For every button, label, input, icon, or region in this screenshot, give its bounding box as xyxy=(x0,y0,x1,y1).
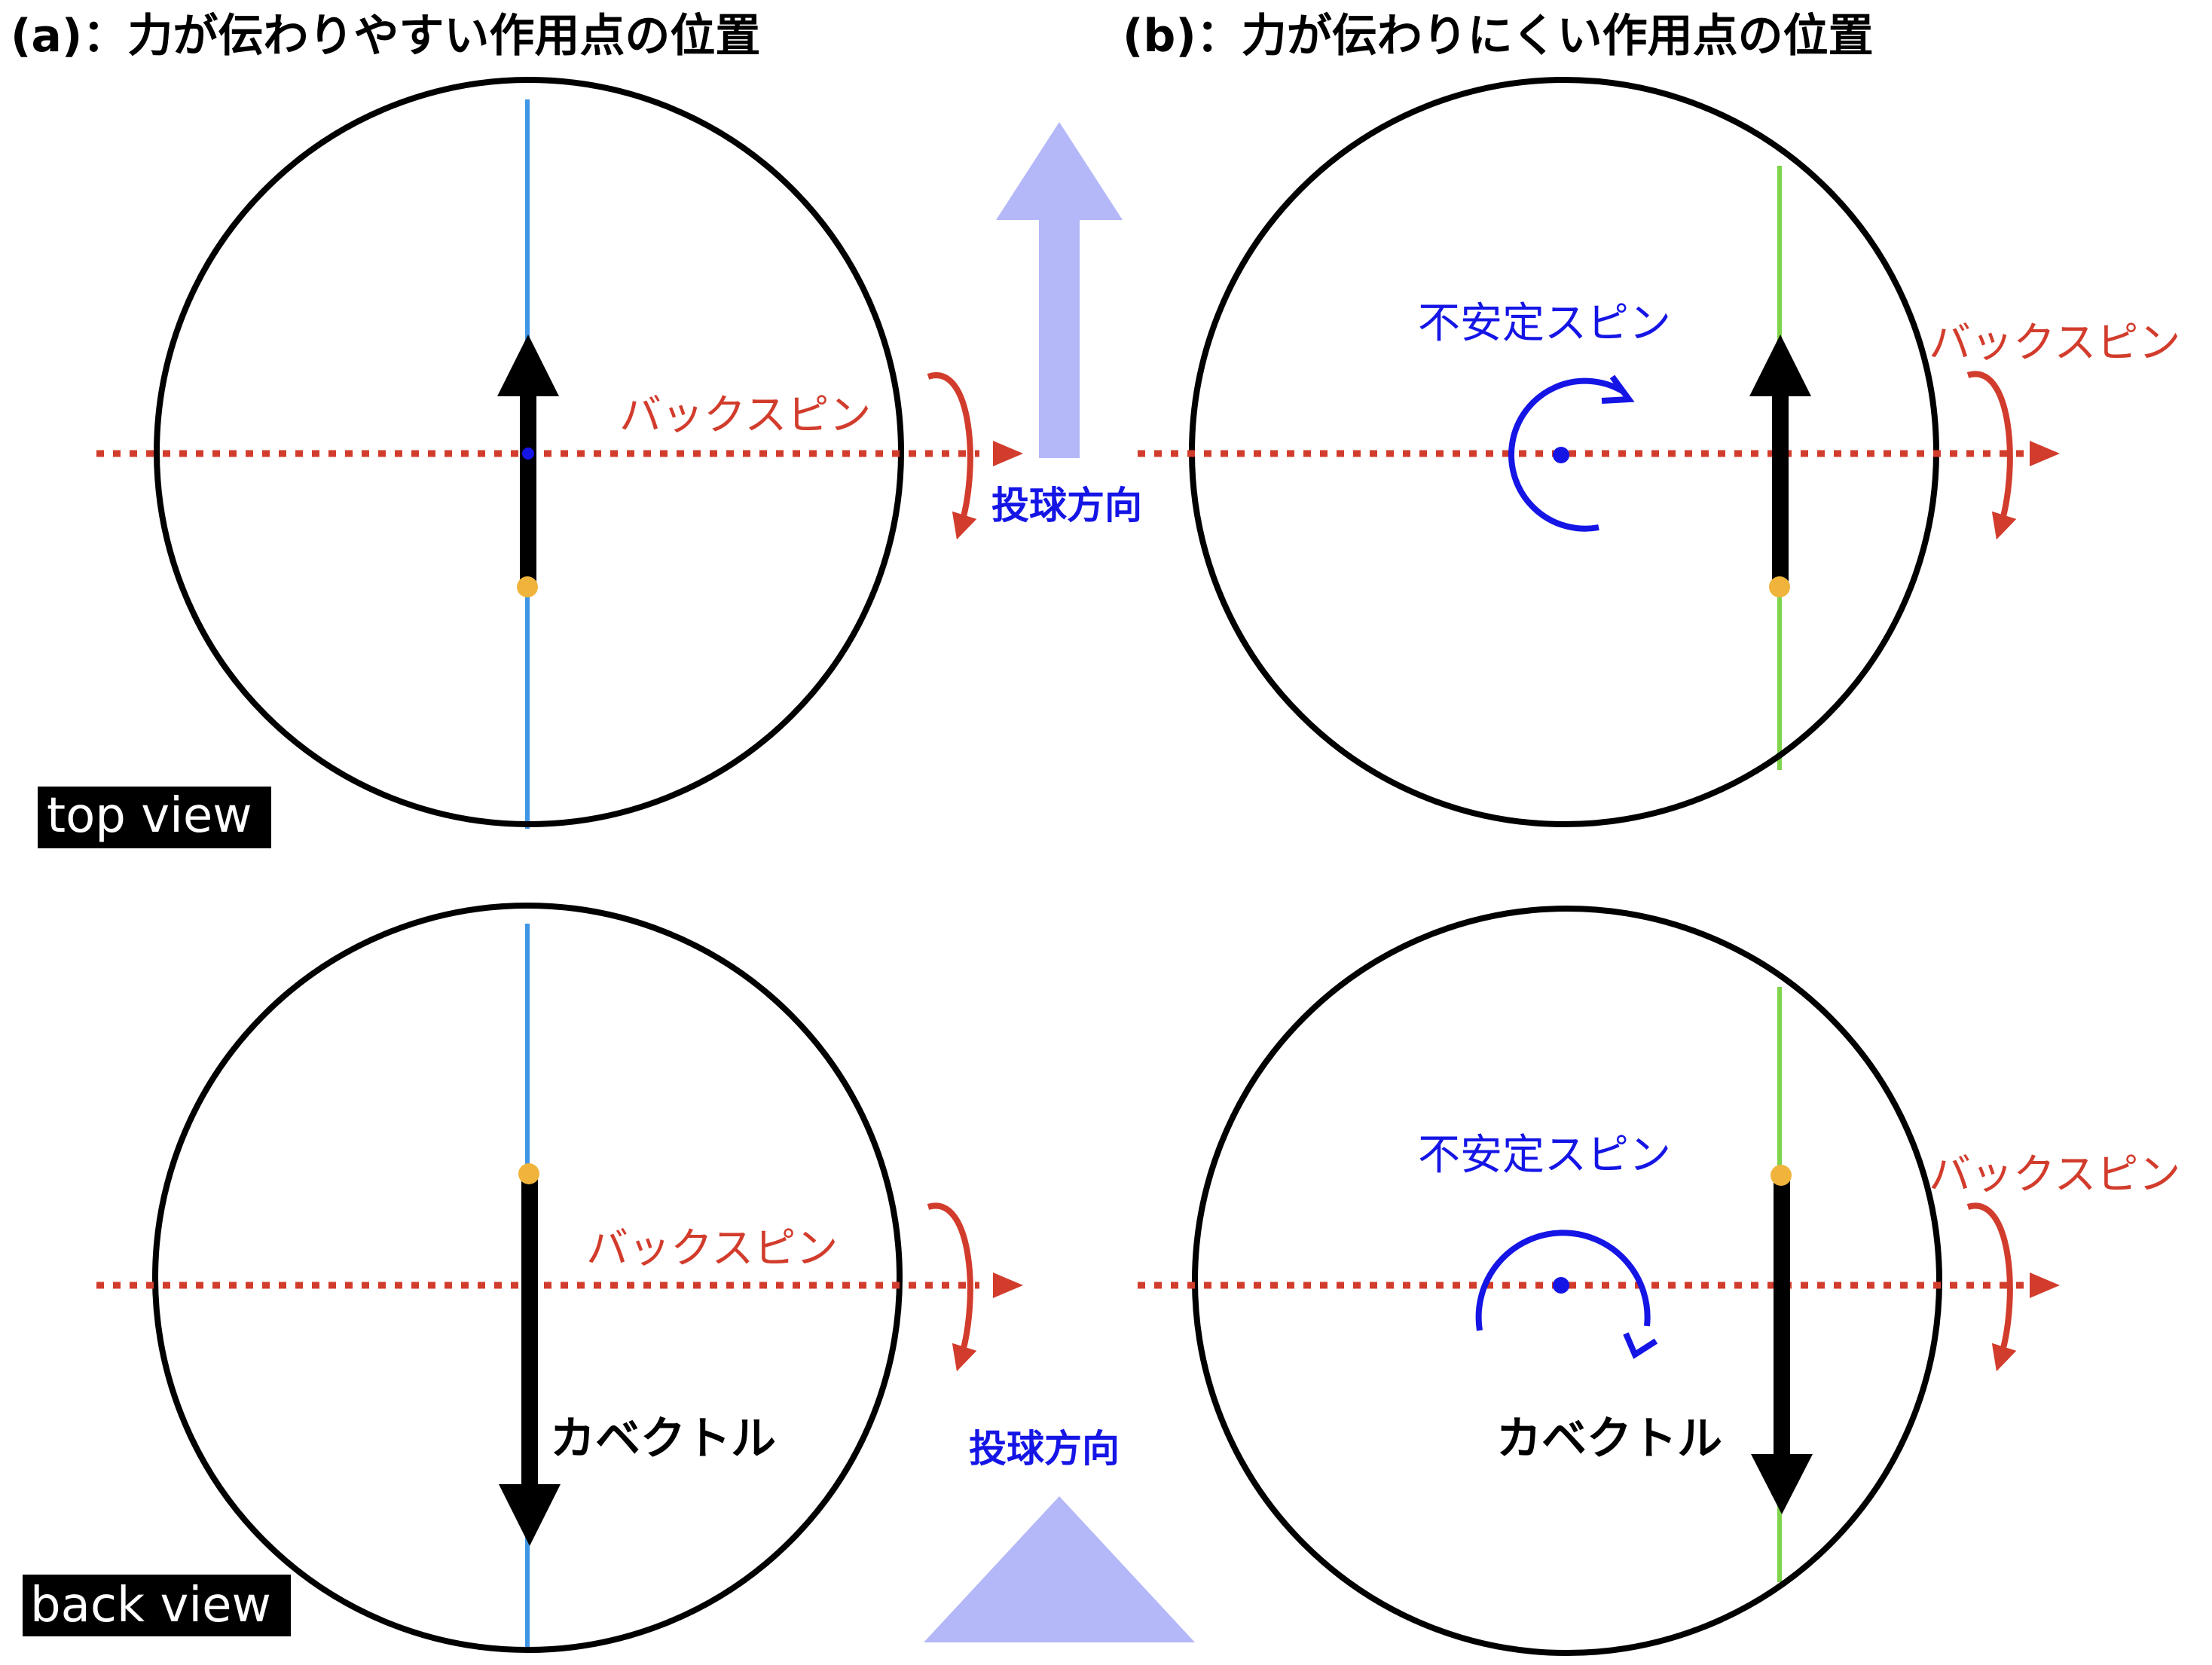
ball-outline xyxy=(1192,906,1942,1656)
title-b: (b)：力が伝わりにくい作用点の位置 xyxy=(1123,10,1874,63)
backspin-axis-arrowhead xyxy=(2030,441,2060,466)
back-view-tag-bg xyxy=(23,1575,291,1636)
unstable-spin-icon xyxy=(1508,377,1626,532)
backspin-label: バックスピン xyxy=(1929,1150,2180,1199)
force-vector-shaft xyxy=(1774,1177,1790,1463)
spin-indicator-icon xyxy=(927,372,977,540)
backspin-axis-arrowhead xyxy=(993,441,1023,466)
panel-a-back: バックスピン カベクトル xyxy=(96,903,1023,1653)
contact-point xyxy=(518,1163,539,1184)
spin-indicator-icon xyxy=(1966,371,2017,540)
back-view-label: back view xyxy=(30,1578,271,1633)
ball-outline xyxy=(152,903,903,1653)
unstable-spin-arrowhead xyxy=(1623,1332,1658,1359)
top-view-tag: top view xyxy=(38,787,271,848)
center-point xyxy=(522,448,534,460)
title-a: (a)：力が伝わりやすい作用点の位置 xyxy=(11,10,760,63)
throw-direction-back: 投球方向 xyxy=(924,1427,1195,1642)
force-vector-label: カベクトル xyxy=(1496,1413,1722,1465)
up-chevron-icon xyxy=(924,1496,1195,1642)
contact-point xyxy=(1771,1165,1792,1186)
panel-b-back: 不安定スピン バックスピン カベクトル xyxy=(1138,906,2180,1656)
unstable-spin-label: 不安定スピン xyxy=(1418,1131,1671,1180)
unstable-spin-icon xyxy=(1475,1230,1651,1331)
ball-outline xyxy=(154,77,904,827)
force-vector-arrowhead xyxy=(1751,1454,1813,1514)
spin-indicator-icon xyxy=(927,1202,977,1372)
force-vector-arrowhead xyxy=(499,1484,561,1546)
center-point xyxy=(1553,1277,1569,1294)
throw-direction-top: 投球方向 xyxy=(991,122,1142,527)
force-vector-shaft xyxy=(521,1175,538,1492)
backspin-axis-arrowhead xyxy=(2030,1272,2060,1298)
up-arrow-icon xyxy=(996,122,1123,458)
center-point xyxy=(1553,447,1569,463)
unstable-spin-arrowhead xyxy=(1601,374,1635,404)
throw-direction-label: 投球方向 xyxy=(969,1427,1120,1471)
contact-point xyxy=(517,576,538,597)
force-vector-arrowhead xyxy=(497,335,559,396)
contact-point xyxy=(1769,576,1790,597)
force-vector-arrowhead xyxy=(1749,335,1811,396)
back-view-tag: back view xyxy=(23,1575,291,1636)
throw-direction-label: 投球方向 xyxy=(991,484,1142,527)
force-vector-shaft xyxy=(520,392,536,588)
force-vector-shaft xyxy=(1772,392,1789,589)
backspin-label: バックスピン xyxy=(619,391,871,440)
panel-a-top: バックスピン xyxy=(96,77,1023,829)
backspin-label: バックスピン xyxy=(1929,319,2180,368)
force-vector-label: カベクトル xyxy=(550,1413,776,1465)
spin-indicator-icon xyxy=(1966,1202,2017,1372)
unstable-spin-label: 不安定スピン xyxy=(1418,299,1671,348)
panel-b-top: 不安定スピン バックスピン xyxy=(1138,77,2180,827)
backspin-axis-arrowhead xyxy=(993,1272,1023,1298)
top-view-label: top view xyxy=(47,788,252,844)
backspin-label: バックスピン xyxy=(586,1224,838,1273)
top-view-tag-bg xyxy=(38,787,271,848)
